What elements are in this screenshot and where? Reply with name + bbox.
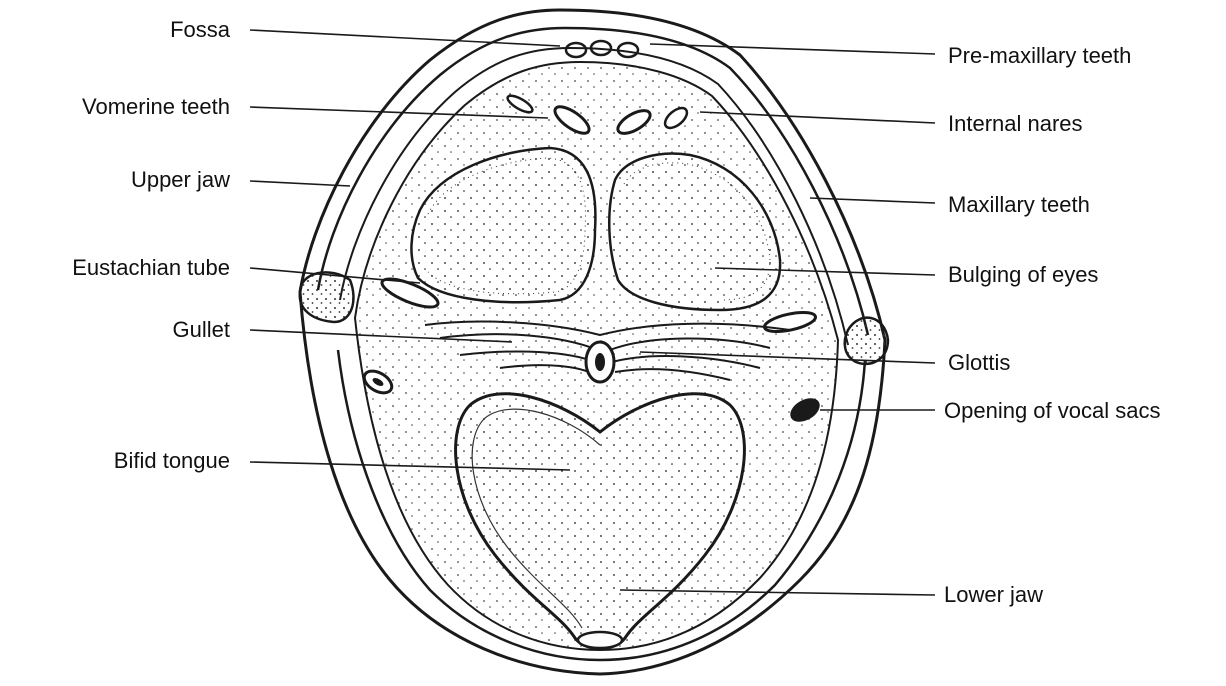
label-eustachian-tube: Eustachian tube [0,257,230,279]
label-maxillary-teeth: Maxillary teeth [948,194,1090,216]
right-jaw-hinge [845,318,888,364]
label-vomerine-teeth: Vomerine teeth [10,96,230,118]
label-gullet: Gullet [40,319,230,341]
label-fossa: Fossa [40,19,230,41]
label-lower-jaw: Lower jaw [944,584,1043,606]
label-pre-maxillary-teeth: Pre-maxillary teeth [948,45,1131,67]
label-internal-nares: Internal nares [948,113,1083,135]
label-opening-of-vocal-sacs: Opening of vocal sacs [944,400,1160,422]
label-bifid-tongue: Bifid tongue [20,450,230,472]
label-upper-jaw: Upper jaw [40,169,230,191]
label-bulging-of-eyes: Bulging of eyes [948,264,1098,286]
label-glottis: Glottis [948,352,1010,374]
